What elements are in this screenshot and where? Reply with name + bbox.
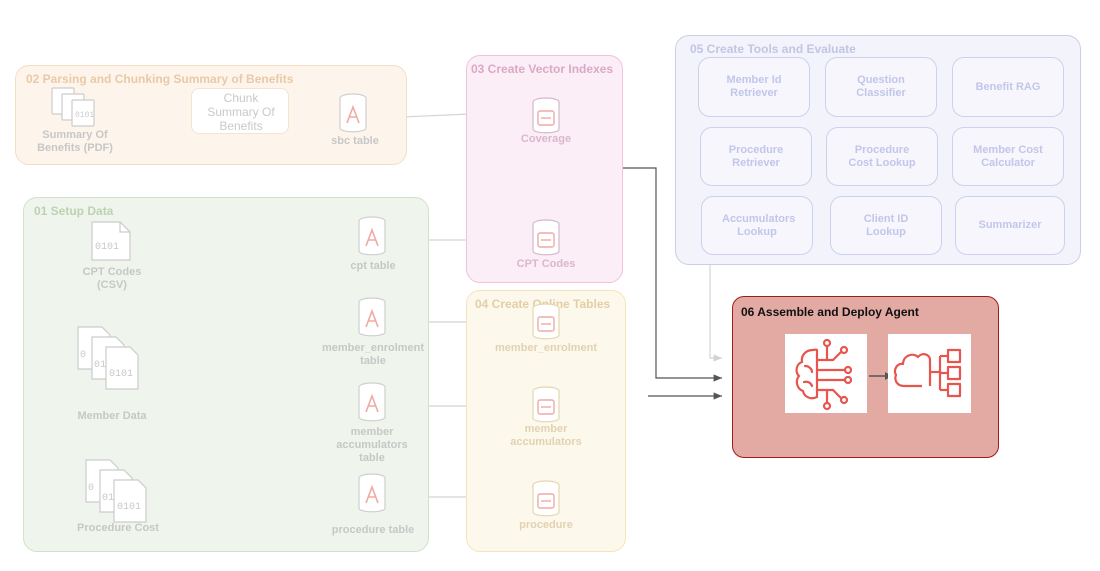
tool-member-id-retriever: Member Id Retriever <box>698 57 810 117</box>
vector-index-icon <box>531 219 561 262</box>
binary-file-icon: 0101 <box>90 220 136 267</box>
brain-circuit-icon <box>785 334 867 413</box>
cloud-hierarchy-icon <box>888 334 971 413</box>
svg-text:0101: 0101 <box>109 369 133 380</box>
svg-text:01: 01 <box>102 493 114 504</box>
panel-title: 02 Parsing and Chunking Summary of Benef… <box>26 72 294 86</box>
panel-title: 01 Setup Data <box>34 204 114 218</box>
svg-text:01: 01 <box>94 360 106 371</box>
tool-procedure-cost-lookup: Procedure Cost Lookup <box>826 127 938 186</box>
document-stack-icon: 0101 <box>50 86 102 131</box>
panel-title: 05 Create Tools and Evaluate <box>690 42 856 56</box>
panel-title: 06 Assemble and Deploy Agent <box>741 305 919 319</box>
node-label: Coverage <box>520 133 572 145</box>
node-label: member accumulators <box>510 423 582 448</box>
vector-index-icon <box>531 97 561 140</box>
svg-text:0: 0 <box>80 350 86 361</box>
tool-benefit-rag: Benefit RAG <box>952 57 1064 117</box>
chunk-label: Chunk Summary Of Benefits <box>207 91 275 133</box>
delta-table-icon <box>357 382 387 427</box>
document-stack-icon: 0 01 0101 <box>76 325 150 396</box>
chunk-box: Chunk Summary Of Benefits <box>191 88 289 134</box>
tool-accumulators-lookup: Accumulators Lookup <box>701 196 813 255</box>
tool-client-id-lookup: Client ID Lookup <box>830 196 942 255</box>
delta-table-icon <box>338 93 368 138</box>
node-label: member_enrolment <box>494 342 598 354</box>
edge-vector-to-agent <box>622 167 722 382</box>
edge-tools-down <box>709 265 722 362</box>
tool-procedure-retriever: Procedure Retriever <box>700 127 812 186</box>
node-label: procedure table <box>331 524 415 536</box>
vector-index-icon <box>531 480 561 523</box>
node-label: sbc table <box>331 135 379 147</box>
node-label: CPT Codes <box>516 258 576 270</box>
svg-text:0101: 0101 <box>95 242 119 253</box>
delta-table-icon <box>357 473 387 518</box>
node-label: Summary Of Benefits (PDF) <box>37 129 113 154</box>
delta-table-icon <box>357 297 387 342</box>
node-label: procedure <box>519 519 573 531</box>
svg-text:0: 0 <box>88 483 94 494</box>
node-label: member accumulators table <box>336 426 408 464</box>
node-label: Member Data <box>77 410 147 422</box>
tool-member-cost-calculator: Member Cost Calculator <box>952 127 1064 186</box>
node-label: cpt table <box>350 260 396 272</box>
node-label: Procedure Cost <box>77 522 159 534</box>
document-stack-icon: 0 01 0101 <box>84 458 160 529</box>
tool-question-classifier: Question Classifier <box>825 57 937 117</box>
vector-index-icon <box>531 303 561 346</box>
vector-index-icon <box>531 386 561 429</box>
node-label: CPT Codes (CSV) <box>82 266 142 291</box>
panel-assemble-deploy: 06 Assemble and Deploy Agent <box>732 296 999 458</box>
delta-table-icon <box>357 216 387 261</box>
svg-text:0101: 0101 <box>75 111 94 120</box>
tool-summarizer: Summarizer <box>955 196 1065 255</box>
node-label: member_enrolment table <box>321 342 425 367</box>
svg-text:0101: 0101 <box>117 502 141 513</box>
panel-title: 03 Create Vector Indexes <box>471 62 614 76</box>
